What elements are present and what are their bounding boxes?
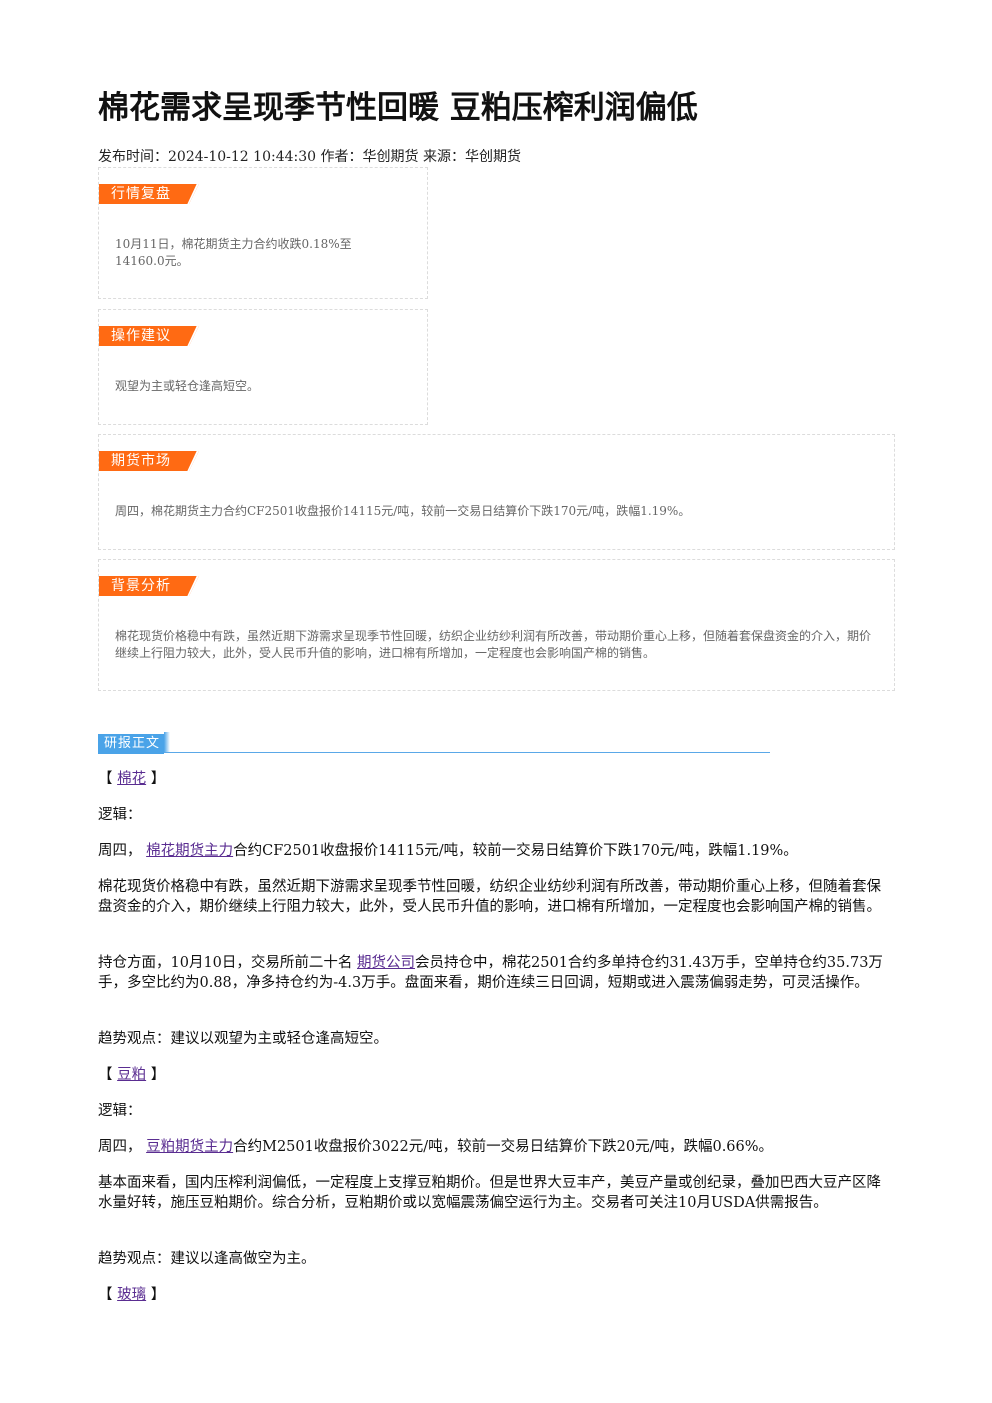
card-tag: 期货市场 xyxy=(99,451,199,471)
summary-card-futures-market: 期货市场 周四，棉花期货主力合约CF2501收盘报价14115元/吨，较前一交易… xyxy=(98,434,895,550)
page-title: 棉花需求呈现季节性回暖 豆粕压榨利润偏低 xyxy=(98,90,698,126)
bracket-close: 】 xyxy=(150,771,166,787)
text: 持仓方面，10月10日，交易所前二十名 xyxy=(98,955,353,971)
cotton-paragraph-1: 周四， 棉花期货主力合约CF2501收盘报价14115元/吨，较前一交易日结算价… xyxy=(98,841,894,861)
cotton-heading: 【 棉花 】 xyxy=(98,769,894,789)
cotton-paragraph-2: 棉花现货价格稳中有跌，虽然近期下游需求呈现季节性回暖，纺织企业纺纱利润有所改善，… xyxy=(98,879,881,915)
text: 周四， xyxy=(98,843,142,859)
soymeal-heading: 【 豆粕 】 xyxy=(98,1065,894,1085)
cotton-logic-label: 逻辑： xyxy=(98,807,142,823)
summary-card-advice: 操作建议 观望为主或轻仓逢高短空。 xyxy=(98,309,428,425)
text: 合约CF2501收盘报价14115元/吨，较前一交易日结算价下跌170元/吨，跌… xyxy=(233,843,798,859)
bracket-open: 【 xyxy=(98,1287,113,1303)
soymeal-trend: 趋势观点：建议以逢高做空为主。 xyxy=(98,1251,316,1267)
cotton-trend: 趋势观点：建议以观望为主或轻仓逢高短空。 xyxy=(98,1031,388,1047)
soymeal-paragraph-1: 周四， 豆粕期货主力合约M2501收盘报价3022元/吨，较前一交易日结算价下跌… xyxy=(98,1137,894,1157)
text: 会员持仓中，棉花2501合约多单持仓约31.43万手，空单持仓约35.73万手，… xyxy=(98,955,883,991)
text: 周四， xyxy=(98,1139,142,1155)
bracket-close: 】 xyxy=(150,1287,166,1303)
cotton-link[interactable]: 棉花 xyxy=(117,771,147,787)
cotton-paragraph-3: 持仓方面，10月10日，交易所前二十名 期货公司会员持仓中，棉花2501合约多单… xyxy=(98,953,894,993)
futures-company-link[interactable]: 期货公司 xyxy=(357,955,416,971)
summary-card-background: 背景分析 棉花现货价格稳中有跌，虽然近期下游需求呈现季节性回暖，纺织企业纺纱利润… xyxy=(98,559,895,691)
bracket-close: 】 xyxy=(150,1067,166,1083)
section-header: 研报正文 xyxy=(98,732,770,754)
section-label-fade xyxy=(164,732,171,752)
bracket-open: 【 xyxy=(98,1067,113,1083)
soymeal-link[interactable]: 豆粕 xyxy=(117,1067,147,1083)
soymeal-logic-label: 逻辑： xyxy=(98,1103,142,1119)
card-text: 10月11日，棉花期货主力合约收跌0.18%至 14160.0元。 xyxy=(115,237,352,268)
soymeal-futures-link[interactable]: 豆粕期货主力 xyxy=(146,1139,234,1155)
glass-heading: 【 玻璃 】 xyxy=(98,1285,894,1305)
publish-meta: 发布时间：2024-10-12 10:44:30 作者：华创期货 来源：华创期货 xyxy=(98,149,521,165)
card-text: 观望为主或轻仓逢高短空。 xyxy=(115,379,260,393)
card-tag: 行情复盘 xyxy=(99,184,199,204)
bracket-open: 【 xyxy=(98,771,113,787)
card-text: 周四，棉花期货主力合约CF2501收盘报价14115元/吨，较前一交易日结算价下… xyxy=(115,504,691,518)
glass-link[interactable]: 玻璃 xyxy=(117,1287,147,1303)
card-tag: 背景分析 xyxy=(99,576,199,596)
cotton-futures-link[interactable]: 棉花期货主力 xyxy=(146,843,234,859)
section-label: 研报正文 xyxy=(98,734,165,754)
card-tag: 操作建议 xyxy=(99,326,199,346)
card-text: 棉花现货价格稳中有跌，虽然近期下游需求呈现季节性回暖，纺织企业纺纱利润有所改善，… xyxy=(115,629,872,660)
summary-card-market-review: 行情复盘 10月11日，棉花期货主力合约收跌0.18%至 14160.0元。 xyxy=(98,167,428,299)
text: 合约M2501收盘报价3022元/吨，较前一交易日结算价下跌20元/吨，跌幅0.… xyxy=(233,1139,774,1155)
soymeal-paragraph-2: 基本面来看，国内压榨利润偏低，一定程度上支撑豆粕期价。但是世界大豆丰产，美豆产量… xyxy=(98,1175,881,1211)
